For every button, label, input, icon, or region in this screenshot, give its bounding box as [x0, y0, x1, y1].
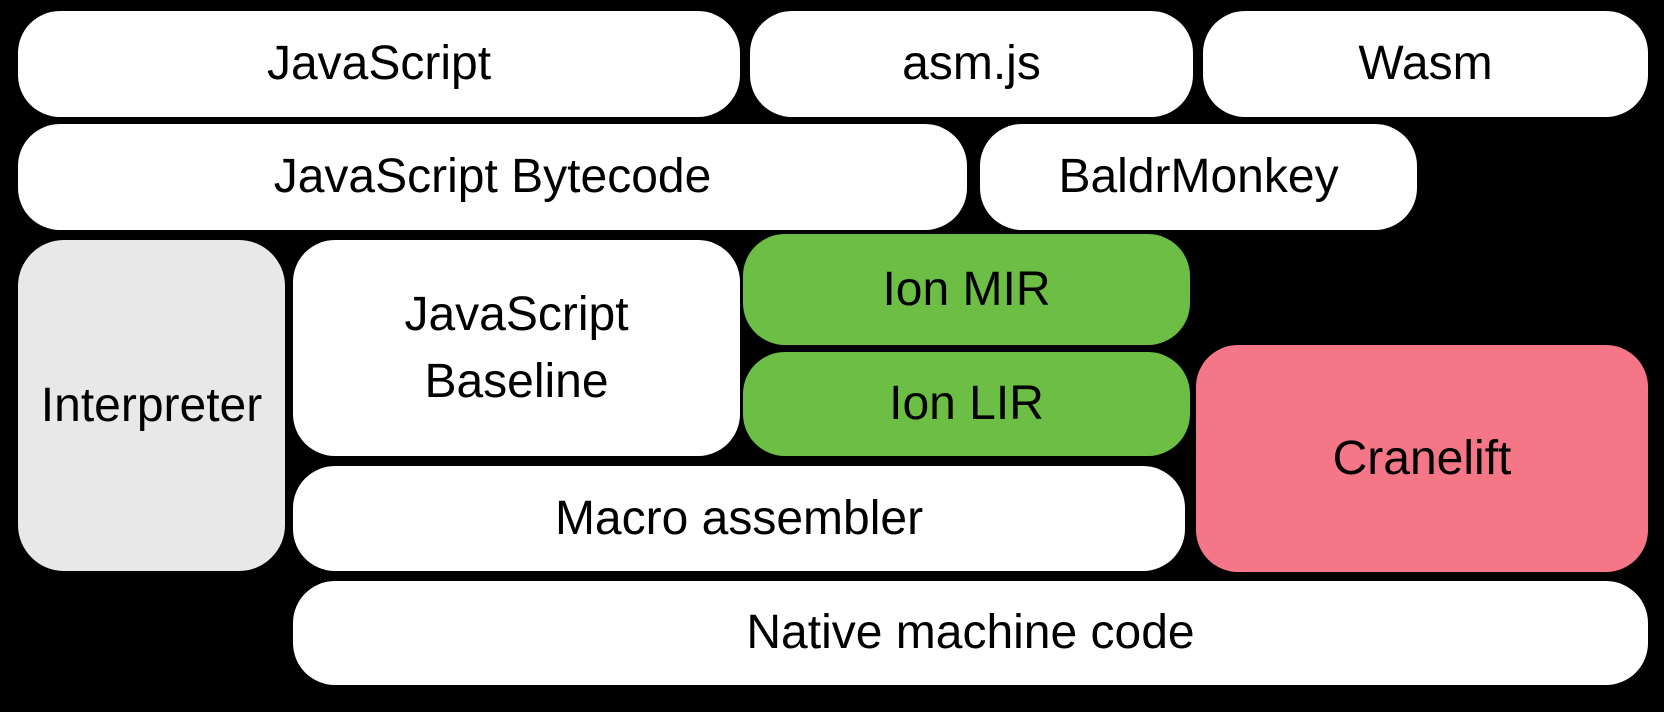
box-label: JavaScript	[266, 37, 492, 91]
box-javascript-baseline: JavaScript Baseline	[293, 240, 740, 456]
box-label: Native machine code	[746, 606, 1195, 660]
box-interpreter: Interpreter	[18, 240, 285, 571]
box-javascript: JavaScript	[18, 11, 740, 117]
box-javascript-bytecode: JavaScript Bytecode	[18, 124, 967, 230]
box-ion-mir: Ion MIR	[743, 234, 1190, 345]
box-label: asm.js	[902, 37, 1041, 91]
box-baldrmonkey: BaldrMonkey	[980, 124, 1417, 230]
box-label: BaldrMonkey	[1058, 150, 1339, 204]
box-label: JavaScript Baseline	[404, 281, 628, 415]
box-wasm: Wasm	[1203, 11, 1648, 117]
box-label-line: JavaScript	[404, 287, 629, 341]
box-label: Macro assembler	[554, 491, 924, 545]
box-cranelift: Cranelift	[1196, 345, 1648, 572]
box-asmjs: asm.js	[750, 11, 1193, 117]
box-label: Cranelift	[1332, 431, 1512, 485]
box-label: JavaScript Bytecode	[273, 150, 712, 204]
box-native-machine-code: Native machine code	[293, 581, 1648, 685]
box-label: Wasm	[1358, 37, 1493, 91]
box-ion-lir: Ion LIR	[743, 352, 1190, 456]
box-label: Interpreter	[40, 378, 263, 432]
box-label: Ion LIR	[889, 377, 1044, 431]
box-macro-assembler: Macro assembler	[293, 466, 1185, 571]
box-label: Ion MIR	[882, 262, 1051, 316]
box-label-line: Baseline	[424, 355, 609, 408]
